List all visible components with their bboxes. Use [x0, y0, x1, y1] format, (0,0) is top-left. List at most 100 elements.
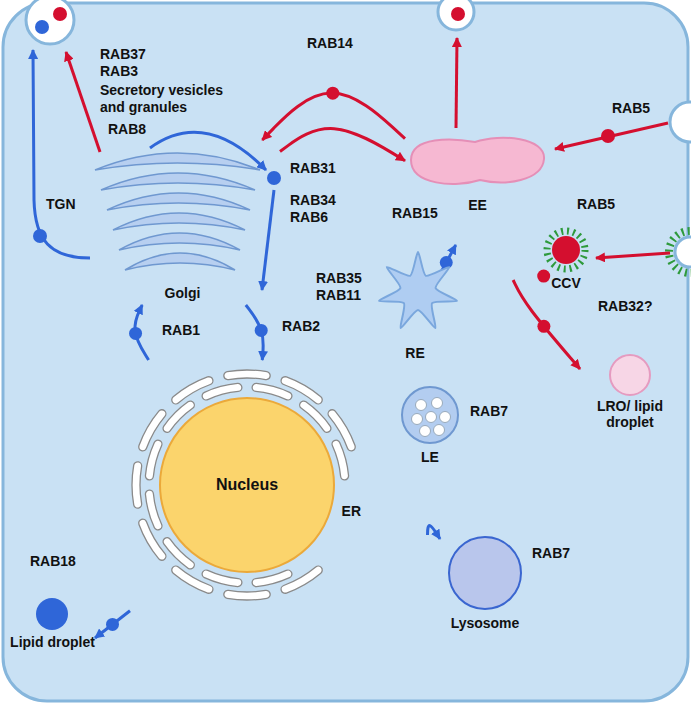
er-cisterna: [224, 370, 270, 380]
node-label: ER: [342, 503, 361, 519]
vesicle: [451, 7, 465, 21]
endoplasmic-reticulum: ER Nucleus: [130, 360, 365, 679]
rab-label: RAB3: [100, 63, 138, 80]
shape-group: [132, 370, 355, 600]
vesicle: [267, 171, 281, 185]
transport-arrow: [280, 129, 405, 161]
rab-label: RAB5: [612, 100, 650, 117]
vesicle: [53, 7, 67, 21]
node-shape: [370, 245, 460, 395]
golgi-cisterna: [101, 173, 255, 190]
rab-label: RAB6: [290, 209, 328, 226]
er-cisterna: [281, 377, 322, 404]
secretion-arrow: [33, 50, 90, 258]
golgi-cisterna: [107, 193, 250, 210]
vesicle: [255, 324, 268, 337]
rab-label: RAB37: [100, 46, 146, 63]
late-endosome-shape: [402, 387, 458, 443]
clathrin-pit: [675, 237, 691, 267]
shape-group: [449, 537, 521, 609]
rab-label: RAB11: [316, 287, 361, 304]
node-label: Golgi: [165, 285, 201, 301]
rab-label: RAB7: [470, 403, 508, 420]
er-cisterna: [224, 590, 270, 600]
exocytosis-pit: [438, 0, 474, 30]
intraluminal-vesicle: [434, 425, 445, 436]
rab-label: RAB2: [280, 318, 322, 335]
rab-label: RAB8: [108, 121, 146, 138]
secretion-arrow: [66, 52, 100, 152]
recycling-endosome: RE: [370, 245, 460, 395]
rab-label: RAB32?: [596, 298, 654, 315]
er-cisterna: [172, 377, 213, 404]
rab-label: RAB5: [575, 196, 617, 213]
rab-label: RAB1: [160, 322, 202, 339]
node-label: Nucleus: [216, 476, 278, 494]
er-cisterna: [281, 566, 322, 593]
node-label: LE: [421, 449, 439, 465]
intraluminal-vesicle: [412, 414, 423, 425]
shape-group: [36, 598, 68, 630]
endocytosis-arrow: [596, 253, 670, 258]
golgi-cisterna: [125, 253, 235, 270]
endocytosis-arrow: [555, 123, 668, 149]
clathrin-coat: [547, 231, 585, 269]
vesicle: [106, 618, 119, 631]
clathrin-coated-vesicle: CCV: [540, 225, 592, 375]
lipid-droplet-shape: [36, 598, 68, 630]
shape-group: [402, 387, 458, 443]
lro-lipid-droplet: LRO/ lipid droplet: [580, 352, 680, 502]
late-endosome: LE: [395, 385, 465, 535]
rab-label: RAB7: [532, 545, 570, 562]
vesicle: [129, 327, 142, 340]
vesicle: [552, 236, 580, 264]
node-label: LRO/ lipid droplet: [580, 398, 680, 430]
node-label: RE: [405, 345, 424, 361]
endosome-shape: [411, 138, 544, 184]
intraluminal-vesicle: [416, 400, 427, 411]
rab-label: RAB31: [290, 160, 336, 177]
shape-group: [95, 153, 260, 270]
retrograde-arrow: [262, 190, 274, 290]
organelle-circle: [610, 355, 650, 395]
golgi-cisterna: [95, 153, 260, 170]
node-label: Lipid droplet: [10, 634, 95, 650]
rab-label: TGN: [46, 196, 76, 213]
lysosome-shape: [449, 537, 521, 609]
shape-group: [379, 252, 457, 328]
vesicle: [537, 320, 550, 333]
intraluminal-vesicle: [420, 426, 431, 437]
node-shape: [440, 535, 530, 685]
transport-arrow: [513, 280, 580, 369]
recycling-endosome-shape: [379, 252, 457, 328]
exocytosis-pit: [26, 0, 74, 44]
intraluminal-vesicle: [426, 412, 437, 423]
er-cisterna: [139, 410, 166, 451]
node-label: EE: [468, 197, 487, 213]
nucleus: Nucleus: [159, 397, 335, 573]
er-cisterna: [328, 410, 355, 451]
transport-arrow: [262, 93, 405, 140]
node-label: CCV: [551, 275, 581, 291]
rab-label: RAB14: [305, 35, 355, 52]
intraluminal-vesicle: [432, 398, 443, 409]
rab-label: RAB35: [316, 270, 362, 287]
vesicle: [537, 270, 550, 283]
er-cisterna: [172, 566, 213, 593]
vesicle: [35, 20, 49, 34]
golgi-cisterna: [119, 233, 240, 250]
intraluminal-vesicle: [440, 412, 451, 423]
compartment-label: Secretory vesicles and granules: [100, 82, 240, 116]
vesicle: [33, 229, 47, 243]
er-cisterna: [139, 519, 166, 560]
transport-arrow: [95, 611, 130, 638]
shape-group: [411, 138, 544, 184]
endocytic-pit: [670, 102, 691, 142]
shape-group: [610, 355, 650, 395]
node-label: Lysosome: [451, 615, 520, 631]
vesicle: [601, 129, 615, 143]
shape-group: [547, 231, 585, 269]
clathrin-coat: [669, 231, 691, 273]
